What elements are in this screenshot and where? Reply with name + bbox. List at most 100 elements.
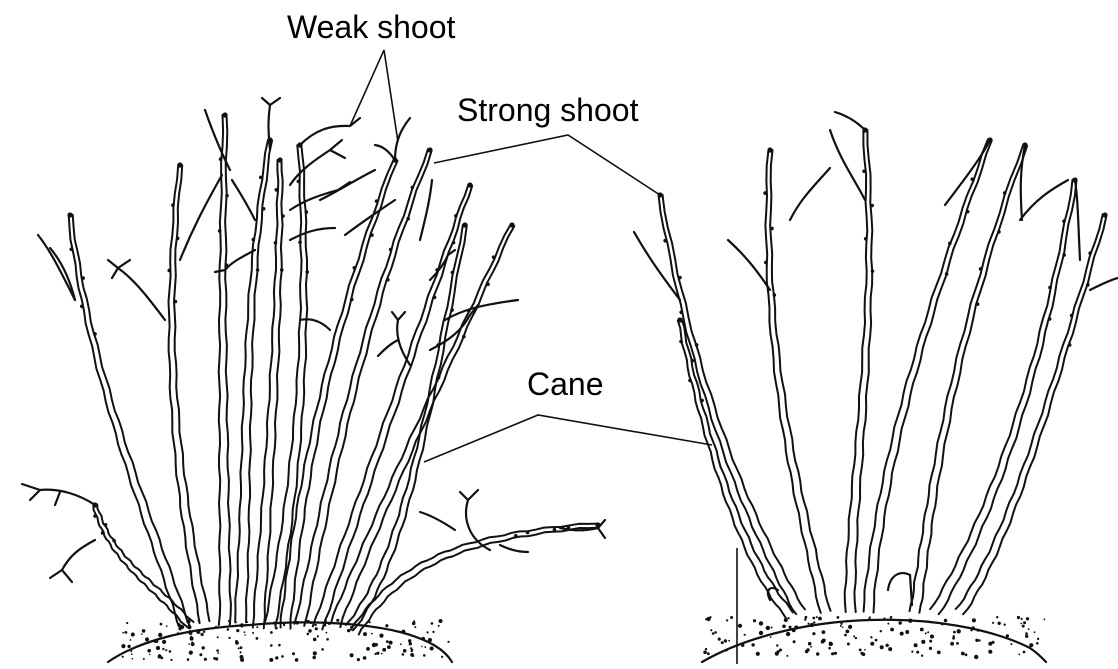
soil-speck-right-23 <box>1023 651 1026 654</box>
soil-speck-left-56 <box>147 642 149 644</box>
left-cane-8-node-3 <box>454 214 458 218</box>
soil-speck-left-6 <box>236 629 239 632</box>
soil-speck-left-34 <box>238 647 240 649</box>
soil-speck-left-125 <box>215 626 217 628</box>
left-cane-6-node-0 <box>350 298 354 302</box>
right-cane-0-bud <box>657 192 662 197</box>
left-cane-12-node-0 <box>514 534 518 538</box>
right-cane-3-node-1 <box>864 237 868 241</box>
soil-speck-left-22 <box>423 654 426 657</box>
soil-speck-left-157 <box>228 637 230 639</box>
soil-speck-right-77 <box>996 616 998 618</box>
left-cane-12-node-1 <box>526 531 530 535</box>
soil-speck-right-124 <box>782 625 786 629</box>
right-cane-4-node-1 <box>948 241 952 245</box>
soil-speck-right-27 <box>810 646 812 648</box>
left-cane-5-edge-a <box>275 145 307 626</box>
soil-speck-left-129 <box>385 624 388 627</box>
soil-speck-left-11 <box>240 651 242 653</box>
left-twig-12 <box>290 228 335 240</box>
right-cane-4 <box>864 137 993 612</box>
soil-speck-left-77 <box>326 632 328 634</box>
left-cane-3-node-3 <box>259 176 263 180</box>
soil-speck-right-122 <box>808 623 810 625</box>
right-cane-5-node-2 <box>997 230 1001 234</box>
left-cane-0-bud <box>67 212 72 217</box>
left-cane-7-bud <box>427 147 432 152</box>
soil-speck-right-37 <box>771 627 773 629</box>
soil-speck-right-115 <box>911 651 913 653</box>
soil-speck-right-60 <box>840 625 842 627</box>
soil-speck-right-57 <box>794 625 798 629</box>
right-cane-3 <box>845 127 875 612</box>
soil-speck-right-43 <box>1004 624 1006 626</box>
soil-speck-right-32 <box>1036 642 1039 645</box>
soil-speck-right-139 <box>880 645 884 649</box>
left-twig-6 <box>50 540 95 582</box>
left-cane-12-node-2 <box>553 528 557 532</box>
soil-speck-right-5 <box>974 655 978 659</box>
soil-speck-right-67 <box>972 618 976 622</box>
soil-speck-right-20 <box>834 652 837 655</box>
left-cane-4-node-3 <box>275 188 279 192</box>
right-cane-3-edge-a <box>854 130 872 612</box>
soil-speck-left-81 <box>310 621 313 624</box>
soil-speck-right-21 <box>728 640 730 642</box>
soil-speck-right-17 <box>808 642 812 646</box>
left-cane-3-node-2 <box>262 207 266 211</box>
soil-speck-left-10 <box>162 648 164 650</box>
soil-speck-right-121 <box>776 644 778 646</box>
soil-speck-right-58 <box>952 637 955 640</box>
leader-weak-shoot-left <box>350 50 384 126</box>
left-twig-23 <box>378 340 398 356</box>
soil-speck-right-46 <box>770 636 772 638</box>
soil-speck-right-48 <box>789 626 792 629</box>
soil-speck-right-35 <box>1026 617 1029 620</box>
soil-speck-right-59 <box>1034 631 1036 633</box>
left-cane-2-edge-b <box>219 115 223 625</box>
left-cane-4-edge-a <box>264 160 283 628</box>
right-cane-5-node-0 <box>976 302 980 306</box>
soil-speck-left-145 <box>386 640 389 643</box>
right-twig-1 <box>728 240 770 290</box>
soil-speck-right-128 <box>950 642 954 646</box>
left-twig-8 <box>232 180 255 220</box>
soil-speck-left-142 <box>240 623 244 627</box>
soil-speck-left-13 <box>447 641 449 643</box>
left-cane-2 <box>218 112 231 625</box>
right-cane-2-node-3 <box>763 191 767 195</box>
soil-speck-left-90 <box>313 638 317 642</box>
soil-speck-right-76 <box>844 634 847 637</box>
soil-speck-right-88 <box>744 642 746 644</box>
soil-speck-right-127 <box>953 635 955 637</box>
right-twig-9 <box>1090 278 1118 290</box>
soil-speck-right-38 <box>925 632 927 634</box>
soil-speck-right-50 <box>956 642 959 645</box>
left-twig-29 <box>420 512 455 530</box>
soil-speck-right-132 <box>804 618 806 620</box>
soil-speck-left-1 <box>270 644 273 647</box>
right-twig-11 <box>888 573 912 605</box>
soil-speck-left-28 <box>177 632 179 634</box>
soil-speck-right-123 <box>988 650 992 654</box>
left-cane-2-node-1 <box>218 229 222 233</box>
left-cane-2-node-3 <box>219 157 223 161</box>
soil-speck-left-12 <box>400 643 402 645</box>
soil-speck-right-41 <box>816 616 818 618</box>
soil-speck-left-150 <box>130 639 132 641</box>
soil-speck-left-102 <box>165 649 167 651</box>
soil-speck-right-85 <box>822 630 826 634</box>
soil-speck-right-83 <box>927 631 929 633</box>
soil-speck-left-109 <box>189 651 193 655</box>
right-cane-7-node-3 <box>1088 251 1092 255</box>
left-twig-20 <box>420 180 432 240</box>
left-cane-7 <box>294 147 432 626</box>
soil-speck-right-80 <box>710 629 712 631</box>
left-cane-2-node-2 <box>225 194 229 198</box>
soil-speck-right-64 <box>831 652 834 655</box>
soil-speck-left-103 <box>227 628 230 631</box>
leader-weak-shoot-right <box>384 50 398 142</box>
soil-speck-right-95 <box>703 651 707 655</box>
soil-speck-left-82 <box>387 645 391 649</box>
left-cane-7-node-3 <box>411 186 415 190</box>
